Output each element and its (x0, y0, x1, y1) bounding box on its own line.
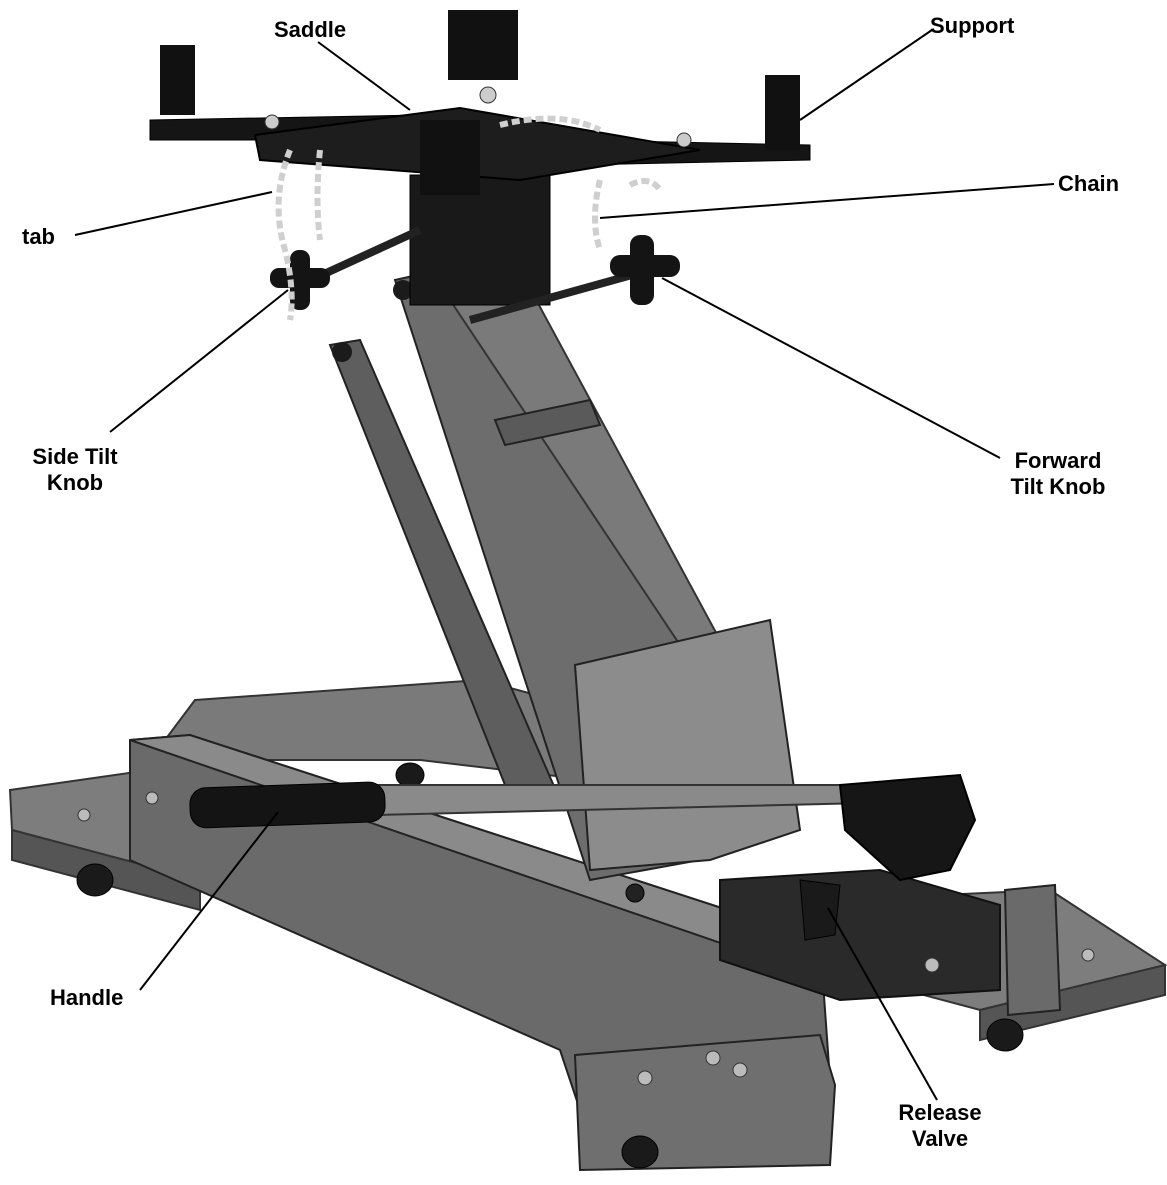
support-label: Support (930, 13, 1015, 38)
saddle-bolt (676, 132, 692, 148)
support-post (448, 10, 518, 80)
caster-wheel (395, 762, 425, 788)
leader-line-side-tilt (109, 289, 289, 433)
forward-tilt-knob-label: Forward Tilt Knob (998, 448, 1118, 500)
caster-wheel (76, 863, 114, 897)
side-tilt-knob-label-line2: Knob (46, 470, 104, 495)
release-valve-label: Release Valve (880, 1100, 1000, 1152)
chain (314, 149, 323, 241)
handle-socket (838, 773, 977, 882)
leader-line-handle (139, 811, 279, 991)
tilt-mechanism (270, 174, 680, 324)
saddle-bolt (479, 86, 497, 104)
bolt (732, 1062, 748, 1078)
bolt (637, 1070, 653, 1086)
chain (628, 178, 663, 192)
handle-label: Handle (50, 985, 124, 1010)
caster-wheel (621, 1135, 659, 1169)
release-valve-label-line1: Release (898, 1100, 982, 1125)
leader-line-forward-tilt (661, 277, 1001, 459)
forward-tilt-knob (610, 235, 680, 305)
bolt (705, 1050, 721, 1066)
leader-line-support (799, 29, 933, 121)
side-tilt-knob-label: Side Tilt Knob (22, 444, 128, 496)
tilt-block (409, 174, 551, 306)
caster-wheels (76, 762, 1024, 1169)
leader-line-chain (599, 183, 1055, 219)
handle-grip (189, 781, 386, 829)
bolt (625, 883, 645, 903)
caster-wheel (986, 1018, 1024, 1052)
leader-line-tab (74, 191, 273, 236)
pump-handle (189, 773, 977, 941)
forward-tilt-knob-label-line1: Forward (1014, 448, 1102, 473)
support-post (420, 120, 480, 195)
chain (275, 148, 295, 321)
leader-line-release-valve (827, 907, 938, 1101)
chain (592, 179, 603, 251)
support-post (160, 45, 195, 115)
pedal-plate (573, 618, 802, 872)
tab-label: tab (22, 224, 55, 249)
forward-tilt-knob-label-line2: Tilt Knob (1010, 474, 1106, 499)
side-tilt-knob-label-line1: Side Tilt (32, 444, 118, 469)
bolt (924, 957, 940, 973)
pivot-bolt (332, 342, 352, 362)
bolt (1081, 948, 1095, 962)
saddle-label: Saddle (274, 17, 347, 42)
release-valve-lever (799, 879, 841, 941)
arm-cross-brace (493, 398, 602, 447)
chain-label: Chain (1058, 171, 1120, 196)
saddle-bolt (264, 114, 280, 130)
right-upright (1003, 883, 1062, 1017)
saddle-assembly (149, 10, 811, 321)
release-valve-label-line2: Valve (911, 1126, 969, 1151)
chain (499, 115, 602, 133)
leader-lines (74, 29, 1055, 1101)
side-tilt-knob (270, 250, 330, 310)
leader-line-saddle (317, 41, 411, 111)
forward-tilt-screw (468, 266, 652, 324)
front-foot-block (573, 1033, 837, 1172)
bolt (145, 791, 159, 805)
support-post (765, 75, 800, 150)
pivot-bolt (393, 280, 413, 300)
bolt (77, 808, 91, 822)
right-foot-side (979, 963, 1166, 1042)
